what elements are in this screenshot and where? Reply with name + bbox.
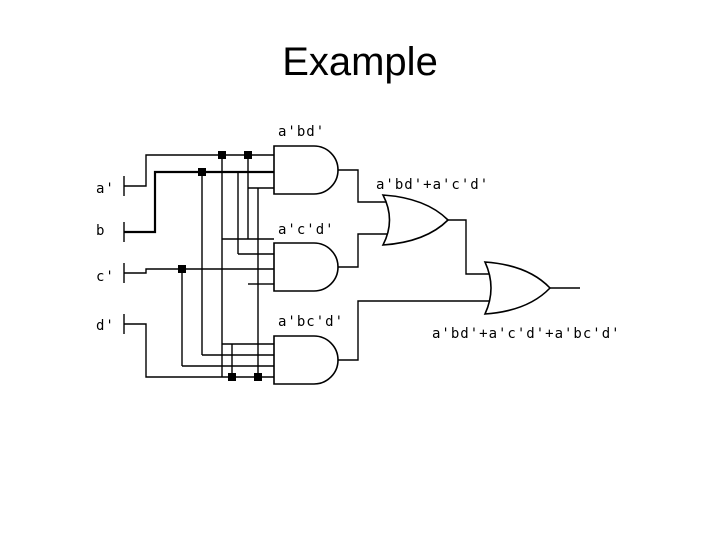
and-gate-3: [273, 335, 339, 385]
or1-output-wire: [448, 219, 491, 275]
input-label-c: c': [96, 269, 115, 285]
term-label-1: a'bd': [278, 124, 325, 140]
input-label-d: d': [96, 318, 115, 334]
wire-b: [124, 170, 274, 355]
or-gate-1: [381, 194, 450, 246]
wire-c: [124, 268, 274, 366]
output-label: a'bd'+a'c'd'+a'bc'd': [432, 326, 621, 342]
input-label-a: a': [96, 181, 115, 197]
wire-a: [124, 154, 274, 377]
term-label-2: a'c'd': [278, 222, 335, 238]
gate-input-wires: [182, 172, 274, 367]
and-output-wires: [338, 169, 491, 361]
or-gate-2: [483, 261, 552, 315]
or1-label: a'bd'+a'c'd': [376, 177, 489, 193]
wire-d: [124, 188, 274, 378]
input-label-b: b: [96, 223, 105, 239]
and-gate-2: [273, 242, 339, 292]
junction-dots: [178, 151, 262, 381]
and-gate-1: [273, 145, 339, 195]
term-label-3: a'bc'd': [278, 314, 344, 330]
slide-title: Example: [282, 40, 438, 84]
